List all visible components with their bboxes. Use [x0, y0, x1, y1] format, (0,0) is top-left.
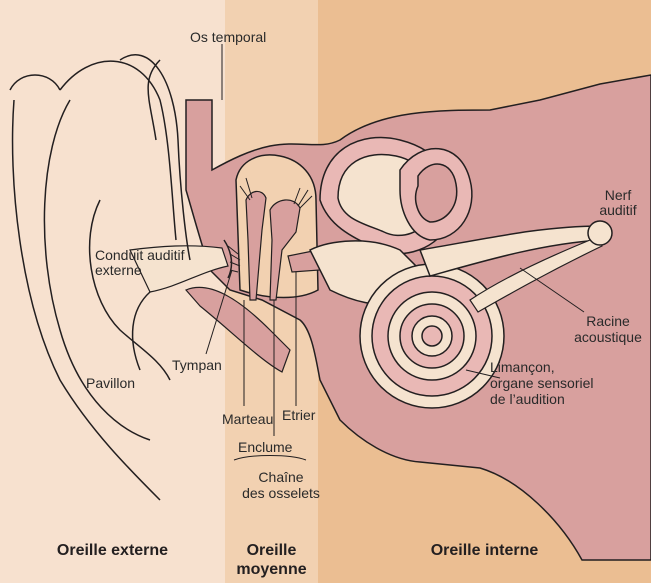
label-nerf-line1: Nerf	[590, 188, 646, 203]
zone-label-inner-ear: Oreille interne	[318, 542, 651, 560]
label-enclume: Enclume	[238, 440, 292, 455]
label-nerf-line2: auditif	[590, 203, 646, 218]
label-limacon-line2: organe sensoriel	[490, 376, 594, 391]
cochlea	[360, 264, 504, 408]
zone-label-middle-ear-line2: moyenne	[225, 561, 318, 579]
label-limacon-line1: Limançon,	[490, 360, 555, 375]
label-etrier: Etrier	[282, 408, 315, 423]
zone-label-middle-ear-line1: Oreille	[225, 542, 318, 560]
label-os-temporal: Os temporal	[190, 30, 266, 45]
label-racine-line1: Racine	[566, 314, 650, 329]
label-tympan: Tympan	[172, 358, 222, 373]
label-chaine-line1: Chaîne	[226, 470, 336, 485]
label-conduit-line2: externe	[95, 263, 142, 278]
label-conduit-line1: Conduit auditif	[95, 248, 185, 263]
label-marteau: Marteau	[222, 412, 273, 427]
auditory-nerve-end	[588, 221, 612, 245]
zone-label-outer-ear: Oreille externe	[0, 542, 225, 560]
label-limacon-line3: de l’audition	[490, 392, 565, 407]
label-chaine-line2: des osselets	[226, 486, 336, 501]
label-racine-line2: acoustique	[566, 330, 650, 345]
label-pavillon: Pavillon	[86, 376, 135, 391]
